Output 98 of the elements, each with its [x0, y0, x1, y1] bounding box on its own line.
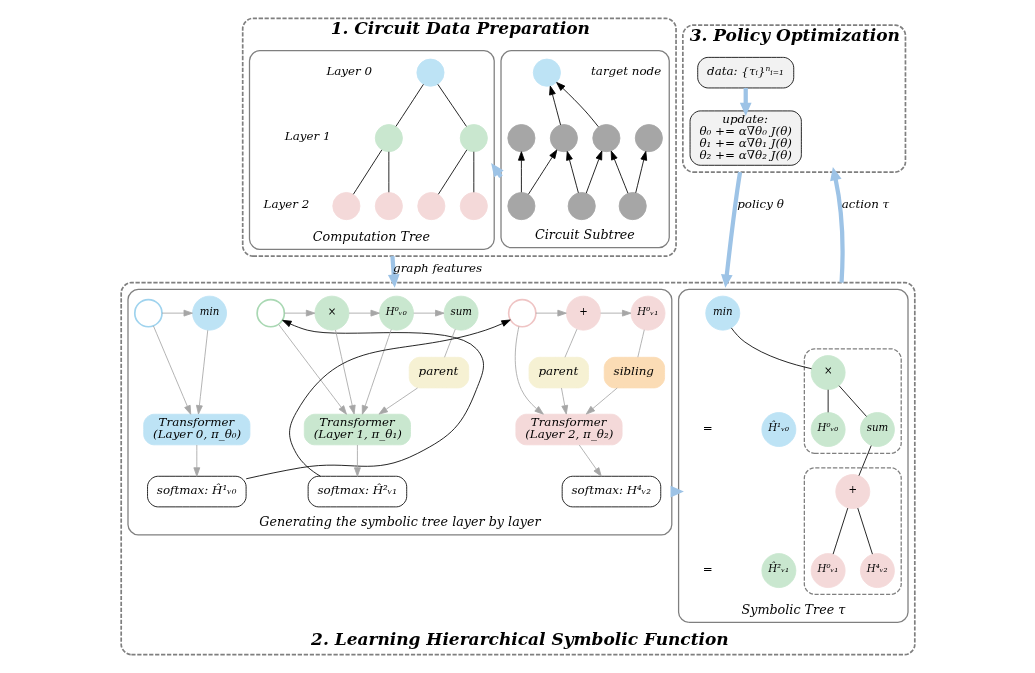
arrow	[288, 319, 511, 477]
arrow	[634, 151, 647, 194]
arrow	[599, 309, 631, 317]
node-circle: +	[834, 474, 870, 509]
node-circle	[567, 192, 596, 221]
arrow	[720, 171, 742, 288]
label: Layer 1	[284, 129, 330, 144]
node-circle	[591, 124, 620, 153]
connector	[352, 149, 382, 195]
node-box: data: {τᵢ}ⁿᵢ₌₁	[696, 56, 794, 89]
arrow	[361, 329, 392, 415]
node-circle	[415, 58, 444, 87]
label: Layer 2	[263, 197, 309, 212]
node-box: Transformer (Layer 2, π_θ₂)	[514, 413, 622, 446]
arrow	[585, 150, 602, 194]
arrow	[334, 329, 356, 415]
connector	[443, 328, 456, 358]
node-circle	[374, 124, 403, 153]
node-circle	[416, 192, 445, 221]
node-box: softmax: Ĥ¹ᵥ₀	[146, 475, 247, 508]
node-circle: min	[191, 295, 227, 331]
arrow	[548, 85, 561, 126]
node-circle: ×	[314, 295, 349, 331]
node-circle	[459, 124, 488, 153]
connector	[730, 327, 812, 370]
connector	[838, 385, 867, 417]
arrow	[534, 309, 567, 317]
node-circle: H⁰ᵥ₀	[810, 412, 846, 447]
arrow	[565, 151, 579, 194]
label: Layer 0	[325, 63, 372, 78]
arrow	[585, 387, 618, 415]
arrow	[152, 325, 191, 415]
node-circle	[618, 192, 647, 221]
node-circle	[133, 298, 163, 328]
edge-label: policy θ	[736, 197, 784, 212]
connector	[858, 445, 872, 477]
node-circle: ×	[810, 355, 846, 391]
arrow	[517, 151, 525, 193]
node-circle	[506, 192, 535, 221]
connector	[436, 83, 467, 127]
label: =	[702, 561, 713, 576]
node-circle: min	[704, 295, 740, 331]
arrow	[378, 387, 418, 415]
arrow	[829, 166, 845, 283]
node-circle: H⁰ᵥ₁	[810, 553, 846, 588]
connector	[832, 507, 848, 555]
arrow	[560, 387, 568, 415]
arrow	[578, 444, 602, 477]
node-box: parent	[408, 356, 469, 389]
node-circle	[255, 298, 285, 328]
arrow	[161, 309, 193, 317]
cluster	[803, 348, 902, 454]
node-circle: Ĥ¹ᵥ₀	[760, 412, 796, 447]
node-box: update: θ₀ += α∇θ₀ J(θ) θ₁ += α∇θ₁ J(θ) θ₂ += α∇θ₂ J(θ)	[689, 110, 802, 166]
connector	[856, 507, 873, 555]
arrow	[245, 319, 484, 480]
edge-label: graph features	[392, 260, 482, 275]
arrow	[412, 309, 444, 317]
node-circle: sum	[443, 295, 478, 331]
node-circle	[532, 58, 561, 87]
node-circle	[634, 124, 663, 153]
node-box: sibling	[603, 356, 665, 389]
node-circle	[507, 298, 537, 328]
arrow	[387, 256, 400, 288]
node-circle: H⁰ᵥ₀	[378, 295, 414, 331]
node-circle: sum	[859, 412, 895, 447]
node-circle: +	[565, 295, 601, 331]
arrow	[277, 324, 347, 415]
node-box: parent	[528, 356, 589, 389]
node-box: softmax: Ĥ²ᵥ₁	[307, 475, 407, 508]
node-circle	[331, 192, 360, 221]
cluster	[803, 467, 902, 595]
node-circle	[459, 192, 488, 221]
label: =	[702, 420, 713, 435]
connector	[564, 328, 577, 358]
arrow	[555, 82, 599, 128]
node-box: Transformer (Layer 0, π_θ₀)	[142, 413, 250, 446]
arrow	[527, 149, 557, 195]
node-circle: H⁰ᵥ₁	[630, 295, 665, 331]
connector	[437, 149, 467, 195]
node-circle	[374, 192, 403, 221]
arrow	[353, 444, 361, 477]
arrow	[610, 150, 628, 194]
node-circle	[506, 124, 535, 153]
node-circle: Ĥ²ᵥ₁	[760, 553, 796, 588]
node-box: softmax: H⁴ᵥ₂	[561, 475, 661, 508]
arrow	[283, 309, 315, 317]
arrow	[514, 326, 544, 415]
node-label: target node	[590, 63, 661, 78]
node-box: Transformer (Layer 1, π_θ₁)	[303, 413, 411, 446]
arrow	[348, 309, 380, 317]
arrow	[195, 329, 208, 415]
connector	[395, 83, 424, 127]
arrow	[192, 444, 200, 477]
node-circle: H⁴ᵥ₂	[859, 553, 895, 588]
edge-label: action τ	[841, 197, 889, 212]
node-circle	[549, 124, 578, 153]
connector	[636, 329, 645, 358]
